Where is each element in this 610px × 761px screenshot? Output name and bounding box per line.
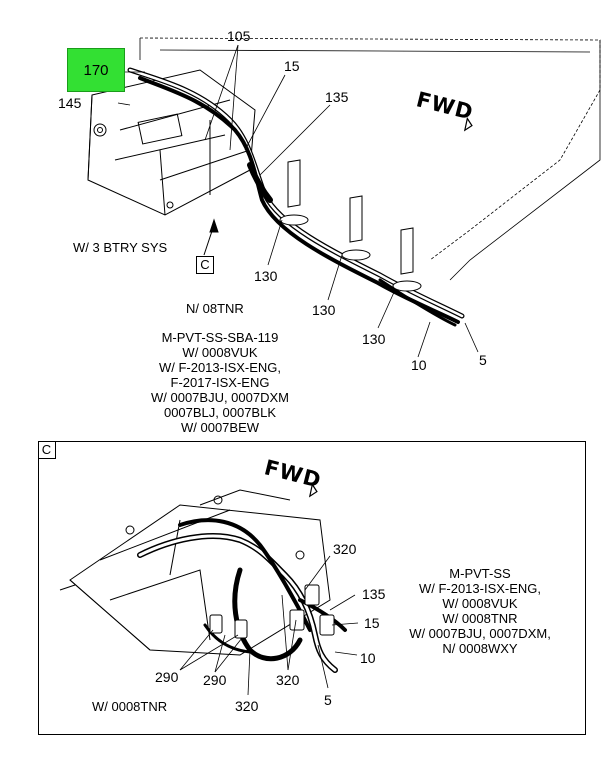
callout-10[interactable]: 10 (411, 357, 427, 373)
note-detail-bottom: W/ 0008TNR (92, 699, 168, 714)
note-battery: W/ 3 BTRY SYS (73, 240, 168, 255)
note-line: W/ F-2013-ISX-ENG, (158, 360, 282, 375)
note-line: W/ 0008VUK (442, 596, 518, 611)
note-line: 0007BLJ, 0007BLK (163, 405, 277, 420)
detail-c-frame (38, 441, 586, 735)
detail-c-tag: C (38, 441, 56, 459)
note-line: W/ 0007BJU, 0007DXM, (409, 626, 551, 641)
note-line: M-PVT-SS (449, 566, 511, 581)
note-block-detail: M-PVT-SS W/ F-2013-ISX-ENG, W/ 0008VUK W… (400, 566, 560, 656)
callout-5-detail[interactable]: 5 (324, 692, 332, 708)
callout-130-a[interactable]: 130 (254, 268, 278, 284)
note-line: N/ 0008WXY (442, 641, 518, 656)
callout-290-b[interactable]: 290 (203, 672, 227, 688)
note-line: M-PVT-SS-SBA-119 (161, 330, 279, 345)
view-c-arrow (203, 218, 219, 256)
callout-10-detail[interactable]: 10 (360, 650, 376, 666)
note-line: W/ 0008TNR (442, 611, 518, 626)
leader-lines-main (117, 44, 479, 358)
callout-320-bottom[interactable]: 320 (235, 698, 259, 714)
callout-135-detail[interactable]: 135 (362, 586, 386, 602)
callout-130-c[interactable]: 130 (362, 331, 386, 347)
note-line: W/ 0007BEW (180, 420, 260, 435)
detail-harness (137, 518, 347, 673)
note-n08tnr: N/ 08TNR (186, 301, 244, 316)
detail-clamps (209, 584, 335, 639)
note-line: W/ 0008VUK (182, 345, 258, 360)
callout-5[interactable]: 5 (479, 352, 487, 368)
note-line: W/ 0007BJU, 0007DXM (150, 390, 289, 405)
callout-290-a[interactable]: 290 (155, 669, 179, 685)
frame-rail (139, 37, 601, 281)
callout-105[interactable]: 105 (227, 28, 251, 44)
harness-brackets (279, 159, 422, 292)
note-line: F-2017-ISX-ENG (170, 375, 270, 390)
callout-320-right[interactable]: 320 (276, 672, 300, 688)
callout-15[interactable]: 15 (284, 58, 300, 74)
note-block-main: M-PVT-SS-SBA-119 W/ 0008VUK W/ F-2013-IS… (140, 330, 300, 435)
view-c-reference[interactable]: C (196, 256, 214, 274)
callout-170-text: 170 (83, 61, 109, 79)
fwd-arrow-icon (463, 116, 473, 132)
callout-130-b[interactable]: 130 (312, 302, 336, 318)
callout-15-detail[interactable]: 15 (364, 615, 380, 631)
callout-320-top[interactable]: 320 (333, 541, 357, 557)
fwd-arrow-icon-detail (308, 482, 318, 498)
note-line: W/ F-2013-ISX-ENG, (418, 581, 542, 596)
detail-battery-box (59, 489, 331, 656)
callout-145[interactable]: 145 (58, 95, 82, 111)
callout-135[interactable]: 135 (325, 89, 349, 105)
leader-lines-detail (179, 555, 359, 696)
callout-170-highlight[interactable]: 170 (67, 48, 125, 92)
